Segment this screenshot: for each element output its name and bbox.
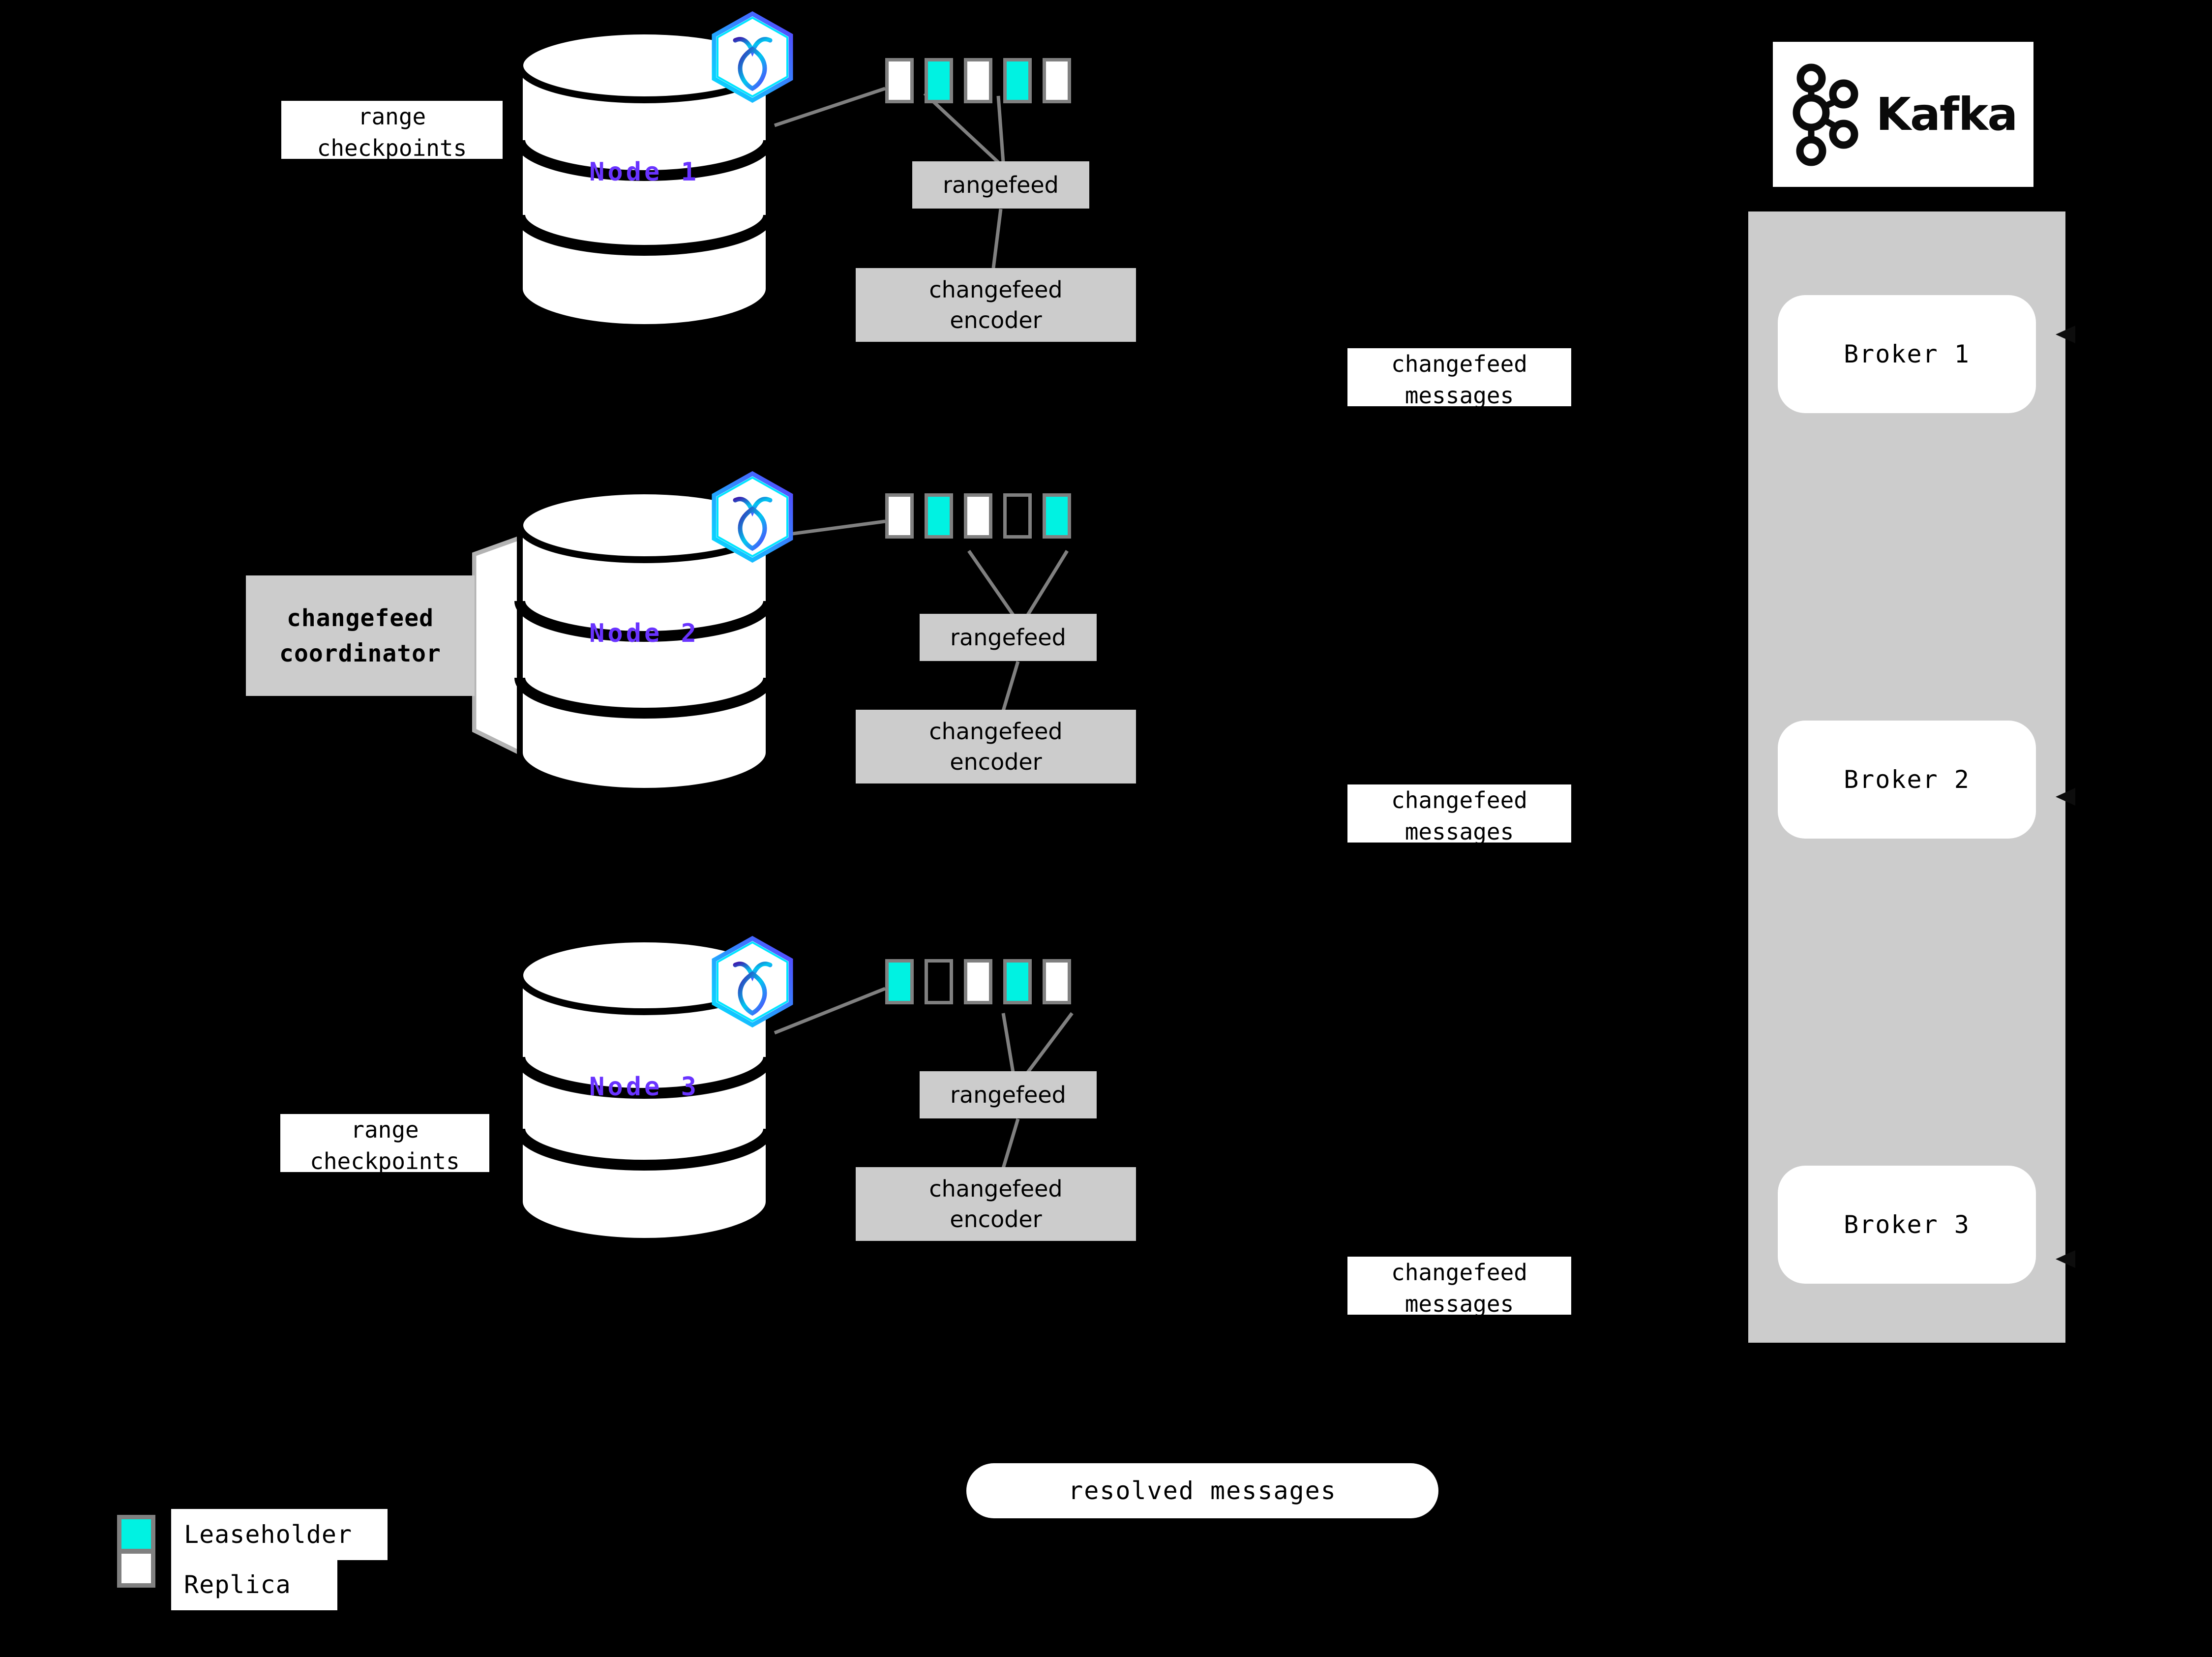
changefeed-coordinator-box[interactable]: changefeed coordinator — [246, 575, 475, 696]
cockroachdb-hexagon-icon — [708, 470, 797, 563]
node1-rangefeed-box[interactable]: rangefeed — [912, 161, 1089, 209]
kafka-node-graph-icon — [1790, 60, 1863, 168]
range-leaseholder[interactable] — [1003, 959, 1032, 1004]
broker-label: Broker 2 — [1844, 765, 1970, 794]
encoder-line1: changefeed — [929, 718, 1063, 745]
range-replica[interactable] — [885, 493, 914, 539]
node1-cylinder[interactable]: Node 1 — [514, 27, 775, 327]
messages-line1: changefeed — [1391, 787, 1527, 813]
node1-changefeed-encoder-box[interactable]: changefeed encoder — [856, 268, 1136, 342]
broker-2-inbound-arrow-icon — [2056, 787, 2078, 807]
node2-label: Node 2 — [589, 619, 699, 648]
node1-label: Node 1 — [589, 157, 699, 187]
broker-1-inbound-arrow-icon — [2056, 325, 2078, 344]
node3-changefeed-encoder-box[interactable]: changefeed encoder — [856, 1167, 1136, 1241]
messages-line1: changefeed — [1391, 351, 1527, 377]
encoder-line1: changefeed — [929, 276, 1063, 303]
legend-swatch-leaseholder — [117, 1515, 155, 1553]
node2-changefeed-encoder-box[interactable]: changefeed encoder — [856, 710, 1136, 783]
broker-3[interactable]: Broker 3 — [1778, 1166, 2036, 1284]
broker-label: Broker 3 — [1844, 1210, 1970, 1239]
coordinator-line2: coordinator — [279, 639, 441, 667]
encoder-line1: changefeed — [929, 1175, 1063, 1202]
range-leaseholder[interactable] — [1043, 493, 1071, 539]
rangefeed-label: rangefeed — [943, 172, 1059, 198]
node2-range-strip — [885, 493, 1082, 539]
messages-line2: messages — [1405, 1291, 1514, 1315]
range-leaseholder[interactable] — [925, 58, 953, 103]
legend-text: Replica — [184, 1570, 291, 1599]
broker-2[interactable]: Broker 2 — [1778, 721, 2036, 839]
legend-label-replica: Replica — [171, 1559, 337, 1610]
node3-changefeed-messages-label: changefeed messages — [1347, 1257, 1571, 1315]
broker-1[interactable]: Broker 1 — [1778, 295, 2036, 413]
coordinator-line1: changefeed — [287, 604, 434, 632]
node3-range-checkpoints-callout: range checkpoints — [280, 1114, 489, 1172]
kafka-wordmark: Kafka — [1876, 88, 2018, 141]
node2-changefeed-messages-label: changefeed messages — [1347, 784, 1571, 843]
node3-label: Node 3 — [589, 1072, 699, 1102]
resolved-messages-label: resolved messages — [1068, 1476, 1337, 1505]
encoder-line2: encoder — [950, 749, 1042, 775]
range-replica[interactable] — [964, 959, 992, 1004]
resolved-messages-pill[interactable]: resolved messages — [966, 1463, 1438, 1518]
kafka-logo: Kafka — [1773, 42, 2033, 187]
node2-cylinder[interactable]: Node 2 — [514, 487, 775, 792]
range-replica[interactable] — [885, 58, 914, 103]
cockroachdb-hexagon-icon — [708, 10, 797, 103]
node3-range-strip — [885, 959, 1082, 1004]
range-replica[interactable] — [964, 493, 992, 539]
range-leaseholder[interactable] — [1003, 58, 1032, 103]
node1-range-strip — [885, 58, 1082, 103]
callout-line2: checkpoints — [317, 135, 467, 159]
legend-swatch-replica — [117, 1549, 155, 1588]
node3-cylinder[interactable]: Node 3 — [514, 932, 775, 1247]
cockroachdb-hexagon-icon — [708, 934, 797, 1028]
node1-range-checkpoints-callout: range checkpoints — [281, 101, 503, 159]
node2-rangefeed-box[interactable]: rangefeed — [920, 614, 1097, 661]
legend: Leaseholder Replica — [117, 1509, 432, 1628]
encoder-line2: encoder — [950, 307, 1042, 333]
messages-line1: changefeed — [1391, 1259, 1527, 1286]
range-replica[interactable] — [1043, 959, 1071, 1004]
range-empty[interactable] — [925, 959, 953, 1004]
node3-rangefeed-box[interactable]: rangefeed — [920, 1071, 1097, 1118]
encoder-line2: encoder — [950, 1206, 1042, 1233]
node1-changefeed-messages-label: changefeed messages — [1347, 348, 1571, 406]
broker-3-inbound-arrow-icon — [2056, 1249, 2078, 1269]
range-leaseholder[interactable] — [925, 493, 953, 539]
legend-label-leaseholder: Leaseholder — [171, 1509, 388, 1560]
callout-line2: checkpoints — [310, 1148, 460, 1172]
messages-line2: messages — [1405, 382, 1514, 406]
callout-line1: range — [358, 103, 426, 130]
kafka-cluster-panel: Broker 1 Broker 2 Broker 3 — [1748, 211, 2065, 1343]
legend-text: Leaseholder — [184, 1520, 353, 1549]
range-empty[interactable] — [1003, 493, 1032, 539]
messages-line2: messages — [1405, 818, 1514, 843]
broker-label: Broker 1 — [1844, 340, 1970, 368]
rangefeed-label: rangefeed — [950, 624, 1066, 651]
range-replica[interactable] — [964, 58, 992, 103]
callout-line1: range — [351, 1116, 419, 1143]
rangefeed-label: rangefeed — [950, 1082, 1066, 1108]
range-leaseholder[interactable] — [885, 959, 914, 1004]
range-replica[interactable] — [1043, 58, 1071, 103]
